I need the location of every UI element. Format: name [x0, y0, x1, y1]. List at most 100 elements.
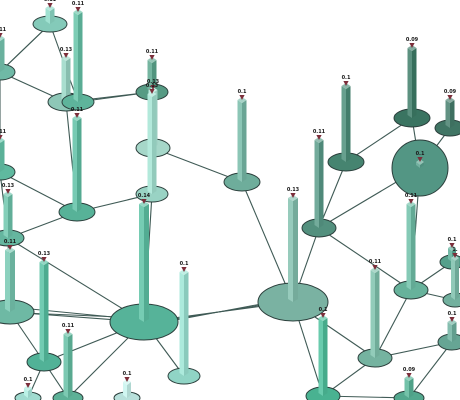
value-marker — [150, 85, 156, 90]
bar-face-right — [50, 8, 55, 24]
bar-face-right — [411, 204, 416, 290]
node-n29: 0.1 — [167, 261, 201, 385]
bar-face-left — [179, 272, 184, 376]
node-value-label: 0.09 — [406, 37, 419, 43]
value-marker — [74, 113, 80, 118]
node-n7: 0.11 — [61, 1, 95, 111]
node-value-label: 0.11 — [44, 0, 57, 3]
node-n23: 0.1 — [14, 377, 42, 400]
bar-face-left — [5, 250, 10, 312]
node-n10: 0.1 — [223, 89, 261, 192]
node-value-label: 0.09 — [444, 89, 457, 95]
node-value-label: 0.1 — [342, 75, 351, 81]
node-value-label: 0.11 — [0, 27, 7, 33]
node-n26: 0.1 — [437, 311, 460, 351]
node-n22: 0.11 — [357, 259, 393, 368]
node-value-label: 0.11 — [0, 129, 7, 135]
bar-face-right — [68, 334, 73, 398]
value-marker — [25, 383, 31, 388]
bar-face-right — [450, 100, 455, 128]
node-value-label: 0.11 — [72, 1, 85, 7]
bar-face-left — [447, 322, 452, 342]
bar-face-left — [3, 194, 8, 238]
value-marker — [409, 43, 415, 48]
node-n27: 0.1 — [391, 139, 449, 197]
value-marker — [7, 245, 13, 250]
value-marker — [5, 189, 11, 194]
bar-face-left — [63, 334, 68, 398]
bar-top — [0, 35, 5, 41]
bar-face-left — [406, 204, 411, 290]
value-marker — [0, 135, 3, 140]
bar-face-left — [341, 86, 346, 162]
bar-face-left — [73, 12, 78, 102]
node-value-label: 0.13 — [147, 79, 160, 85]
node-value-label: 0.1 — [448, 237, 457, 243]
node-value-label: 0.13 — [60, 47, 73, 53]
bar-face-right — [66, 58, 71, 102]
node-value-label: 0.11 — [369, 259, 382, 265]
node-n18: 0.13 — [135, 83, 169, 203]
node-value-label: 0.11 — [4, 239, 17, 245]
bar-face-right — [452, 322, 457, 342]
bar-face-left — [139, 204, 144, 322]
value-marker — [316, 135, 322, 140]
node-n32: 1. — [442, 247, 460, 308]
value-marker — [343, 81, 349, 86]
node-value-label: 0.13 — [287, 187, 300, 193]
node-n6: 0.13 — [0, 183, 25, 247]
edge-n19-n22 — [374, 289, 412, 359]
bar-face-left — [404, 378, 409, 398]
node-value-label: 0.09 — [403, 367, 416, 373]
value-marker — [149, 89, 155, 94]
value-marker — [124, 377, 130, 382]
bar-face-left — [24, 388, 28, 398]
node-n1: 0.11 — [32, 0, 68, 33]
node-n19: 0.11 — [393, 193, 429, 300]
node-value-label: 0.1 — [448, 311, 457, 317]
node-value-label: 0.1 — [123, 371, 132, 377]
node-value-label: 0.13 — [2, 183, 15, 189]
node-n17: 0.11 — [301, 129, 337, 238]
value-marker — [452, 253, 458, 258]
node-n15: 0.09 — [434, 89, 460, 137]
value-marker — [447, 95, 453, 100]
node-n13: 0.1 — [327, 75, 365, 172]
value-marker — [47, 3, 53, 8]
bar-top — [0, 137, 5, 143]
bar-face-right — [184, 272, 189, 376]
bar-face-left — [451, 258, 455, 300]
bar-face-right — [127, 382, 131, 398]
edge-n26-n25 — [408, 341, 453, 399]
bar-face-right — [0, 38, 5, 72]
node-value-label: 0.11 — [313, 129, 326, 135]
value-marker — [141, 199, 147, 204]
value-marker — [239, 95, 245, 100]
bar-face-left — [72, 118, 77, 212]
node-n24: 0.1 — [113, 371, 141, 400]
node-n21: 0.1 — [305, 307, 341, 400]
bar-face-right — [323, 318, 328, 396]
bar-face-left — [288, 198, 293, 302]
bar-face-left — [123, 382, 127, 398]
node-n4: 0.11 — [0, 129, 16, 181]
bar-face-right — [152, 60, 157, 92]
bar-face-right — [8, 194, 13, 238]
bar-face-right — [412, 48, 417, 118]
bar-face-right — [409, 378, 414, 398]
value-marker — [0, 33, 3, 38]
bar-face-right — [78, 12, 83, 102]
value-marker — [75, 7, 81, 12]
value-marker — [417, 157, 423, 162]
node-value-label: 0.11 — [62, 323, 75, 329]
value-marker — [41, 257, 47, 262]
bar-face-left — [237, 100, 242, 182]
bar-face-right — [77, 118, 82, 212]
value-marker — [449, 243, 455, 248]
node-n30: 0.11 — [0, 239, 35, 325]
node-value-label: 0.11 — [405, 193, 418, 199]
node-value-label: 0.1 — [24, 377, 33, 383]
node-n20: 0.13 — [26, 251, 62, 372]
bar-face-left — [147, 94, 152, 194]
